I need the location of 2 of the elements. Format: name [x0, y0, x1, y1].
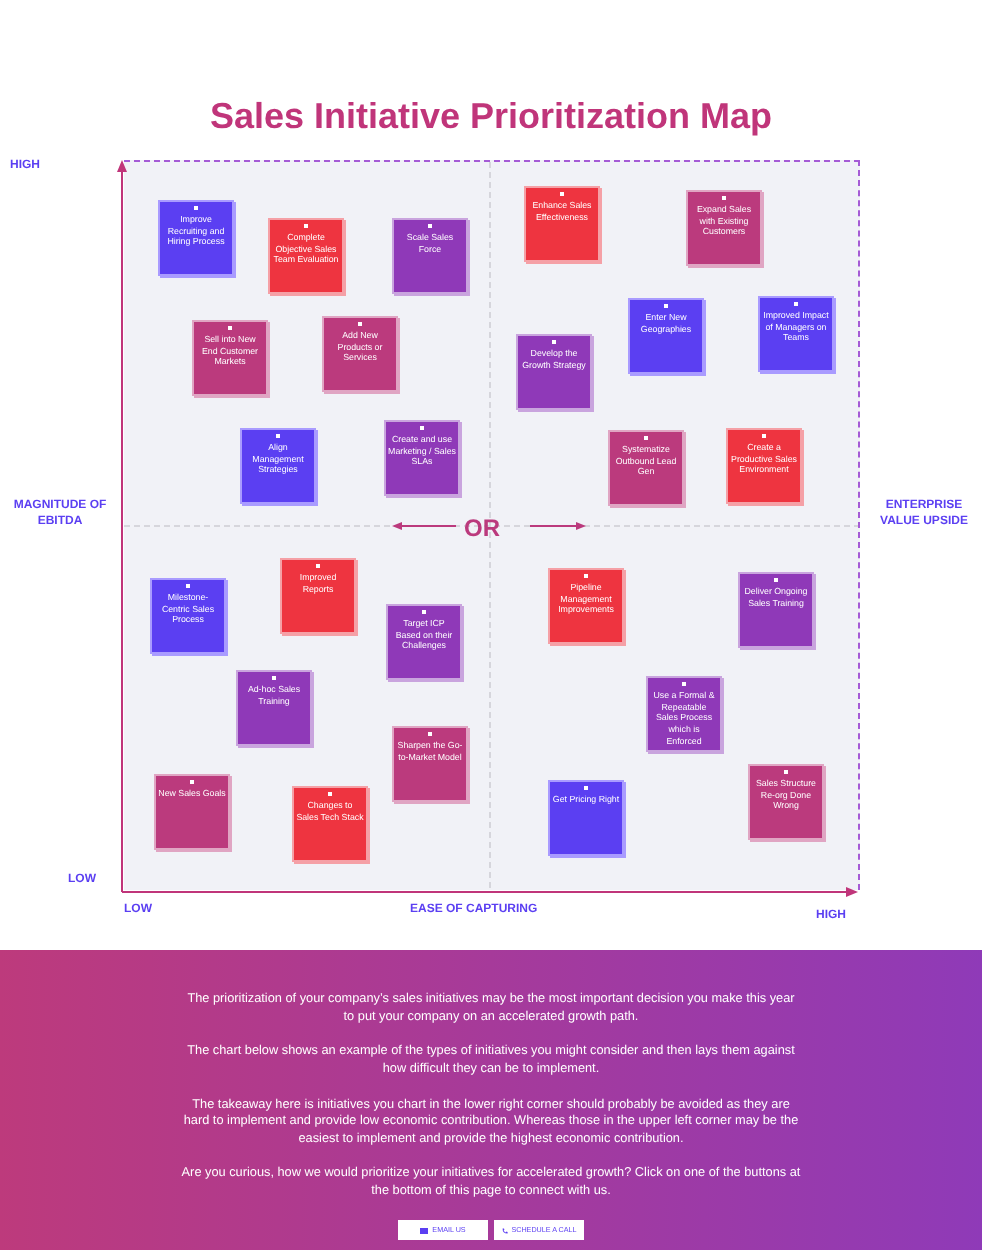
or-label: OR [464, 514, 500, 542]
chart-title: Sales Initiative Prioritization Map [207, 96, 775, 138]
